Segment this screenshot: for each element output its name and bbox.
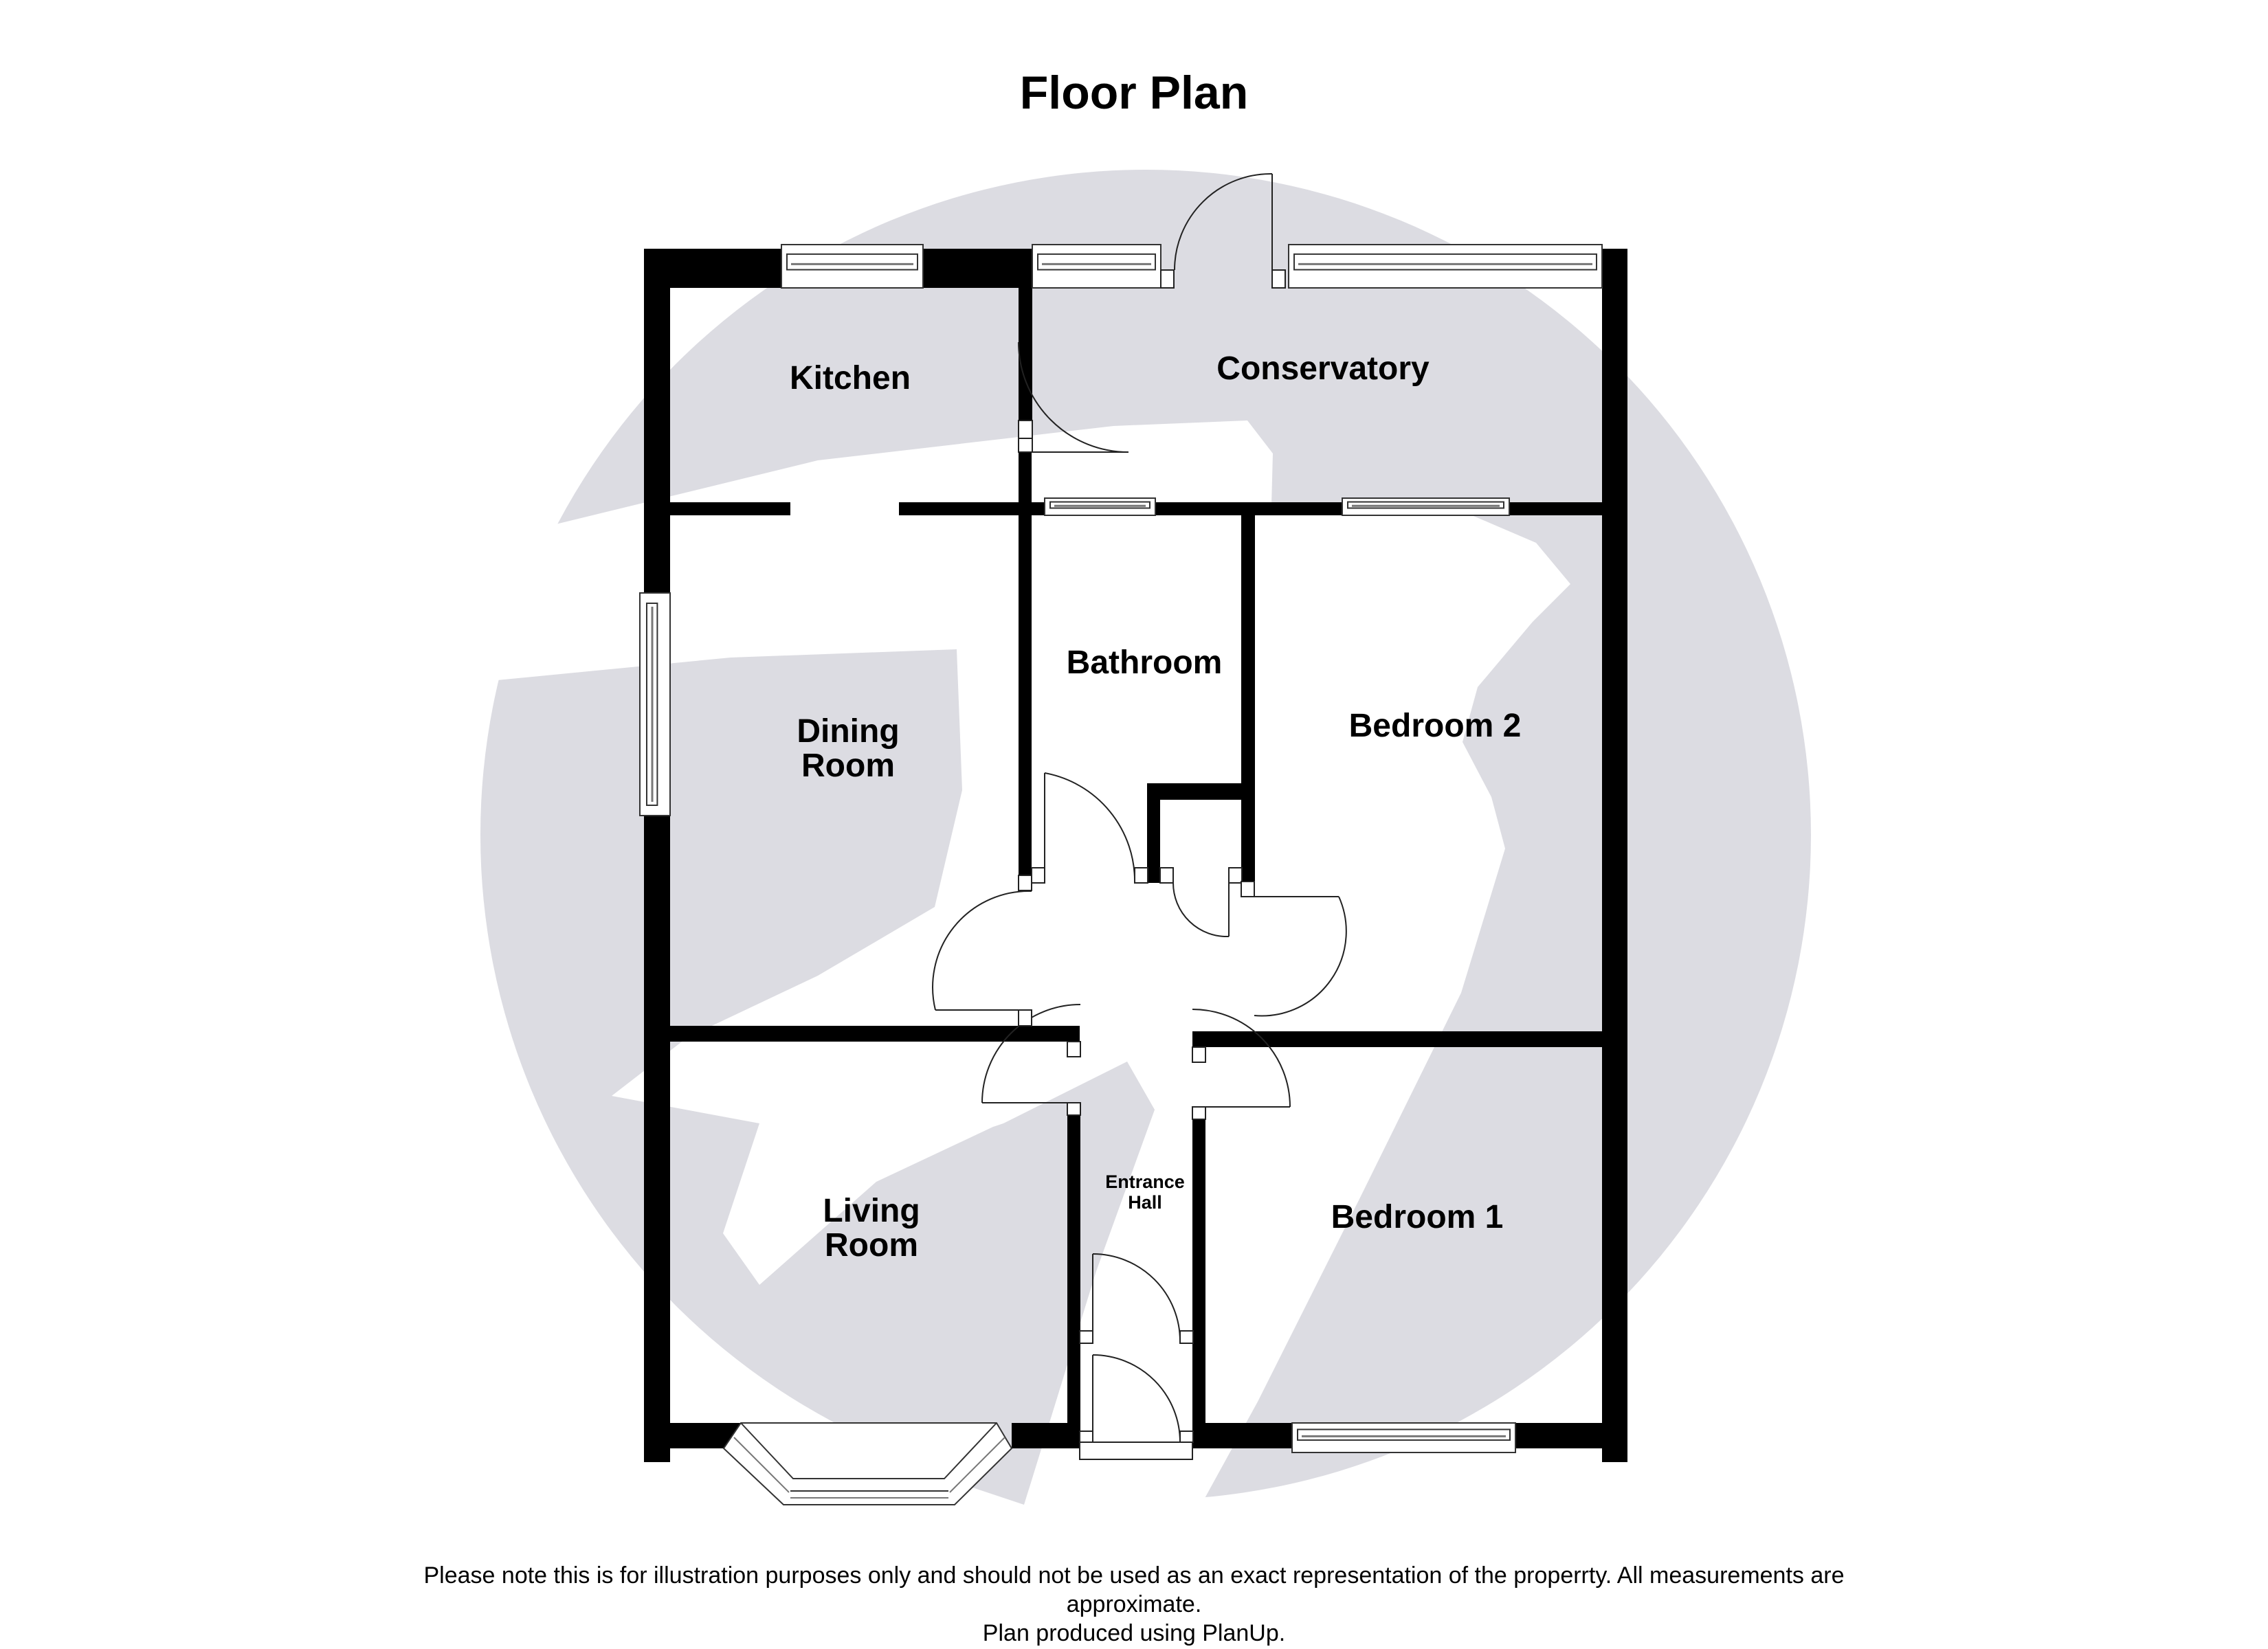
dining-room-door-icon[interactable] [932, 890, 1032, 1011]
door-jamb [1018, 420, 1033, 440]
door-jamb [1271, 269, 1286, 289]
window [1044, 497, 1156, 516]
room-label-bedroom-2: Bedroom 2 [1349, 709, 1522, 743]
wall-segment [644, 1423, 741, 1448]
inner-front-door-icon[interactable] [1092, 1253, 1181, 1342]
room-label-bathroom: Bathroom [1067, 646, 1223, 680]
door-jamb [1067, 1102, 1081, 1116]
wall-segment [1019, 450, 1032, 875]
room-label-line: Room [825, 1227, 918, 1264]
door-jamb [1160, 269, 1175, 289]
window [1288, 244, 1603, 289]
door-jamb [1018, 1009, 1032, 1027]
door-jamb [1192, 1106, 1206, 1120]
kitchen-door-icon[interactable] [1018, 341, 1129, 453]
cupboard-door-icon[interactable] [1172, 882, 1230, 938]
room-label-line: Kitchen [789, 360, 911, 396]
wall-segment [1241, 515, 1255, 897]
room-label-line: Entrance [1105, 1171, 1185, 1192]
plan-credit: Plan produced using PlanUp. [982, 1620, 1286, 1646]
room-label-kitchen: Kitchen [790, 361, 911, 396]
front-step [1079, 1442, 1193, 1460]
door-jamb [1018, 875, 1032, 891]
door-jambs [1018, 269, 1286, 1460]
room-label-conservatory: Conservatory [1216, 352, 1429, 386]
living-room-door-icon[interactable] [981, 1004, 1081, 1103]
wall-segment [1192, 1119, 1205, 1448]
bedroom-1-door-icon[interactable] [1192, 1009, 1291, 1108]
room-label-line: Living [823, 1193, 920, 1229]
room-label-line: Hall [1128, 1192, 1162, 1213]
door-jamb [1031, 867, 1045, 884]
wall-segment [923, 249, 1019, 288]
wall-segment [1192, 1423, 1292, 1448]
wall-segment [1067, 1115, 1080, 1448]
window [639, 592, 671, 816]
wall-segment [644, 249, 670, 1462]
door-jamb [1192, 1046, 1206, 1063]
room-label-line: Conservatory [1216, 350, 1430, 387]
bedroom-2-door-icon[interactable] [1254, 896, 1347, 1017]
window [1291, 1422, 1516, 1453]
door-jamb [1241, 881, 1255, 897]
wall-segment [1192, 1031, 1627, 1047]
bay-window [722, 1422, 1013, 1505]
room-label-line: Bedroom 2 [1348, 708, 1522, 744]
room-label-line: Dining [797, 713, 900, 750]
bathroom-door-icon[interactable] [1044, 772, 1136, 884]
wall-segment [899, 502, 1627, 515]
wall-segment [1012, 1423, 1080, 1448]
wall-segment [1602, 249, 1627, 1462]
door-jamb [1018, 438, 1033, 453]
walls [644, 249, 1627, 1462]
room-label-line: Room [801, 748, 895, 784]
window [781, 244, 924, 289]
page-title: Floor Plan [1019, 67, 1249, 119]
wall-segment [670, 502, 790, 515]
door-jamb [1134, 867, 1148, 884]
disclaimer-footer: Please note this is for illustration pur… [0, 1561, 2268, 1648]
door-jamb [1079, 1330, 1093, 1344]
door-jamb [1159, 867, 1174, 884]
door-jamb [1067, 1041, 1081, 1057]
wall-segment [1147, 783, 1254, 800]
back-door-icon[interactable] [1174, 172, 1273, 271]
wall-segment [644, 249, 781, 288]
room-label-line: Bedroom 1 [1331, 1199, 1504, 1235]
door-jamb [1179, 1330, 1194, 1344]
wall-segment [670, 1026, 1080, 1042]
window [1032, 244, 1161, 289]
disclaimer-note: Please note this is for illustration pur… [423, 1562, 1845, 1617]
room-label-line: Bathroom [1066, 644, 1223, 681]
door-jamb [1179, 1431, 1194, 1443]
outer-front-door-icon[interactable] [1092, 1354, 1181, 1443]
wall-segment [1147, 783, 1160, 883]
window [1342, 497, 1510, 516]
windows [639, 244, 1603, 1453]
wall-segment [1515, 1423, 1627, 1448]
doors [932, 172, 1347, 1443]
room-label-bedroom-1: Bedroom 1 [1331, 1200, 1504, 1235]
door-jamb [1079, 1431, 1093, 1443]
door-jamb [1228, 867, 1243, 884]
wall-segment [1019, 249, 1032, 420]
